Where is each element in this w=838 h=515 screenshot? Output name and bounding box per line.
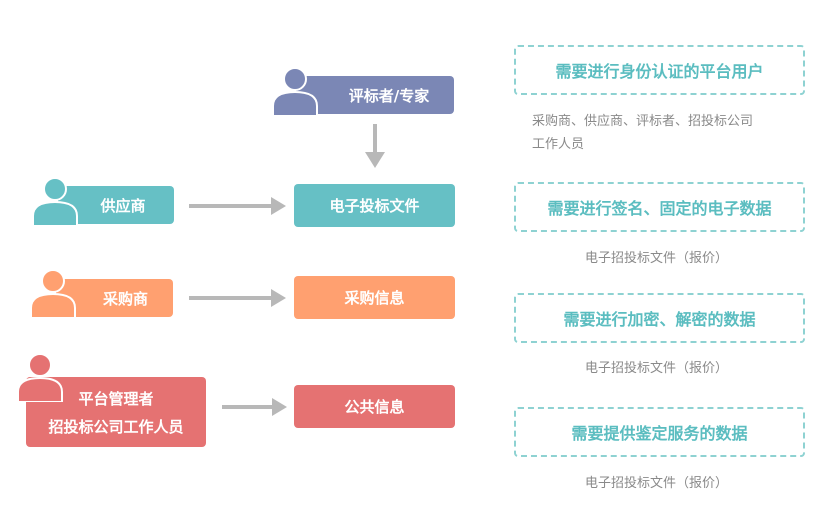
purchaser-person-icon bbox=[30, 269, 76, 318]
requirement-title-4: 需要提供鉴定服务的数据 bbox=[571, 424, 748, 443]
public-info-label: 公共信息 bbox=[344, 398, 405, 416]
evaluator-label-box: 评标者/专家 bbox=[296, 76, 454, 114]
evaluator-person-icon bbox=[272, 67, 318, 116]
requirement-note-4: 电子招投标文件（报价） bbox=[585, 476, 729, 491]
admin-label-line1: 平台管理者 bbox=[78, 390, 154, 408]
purchase-info-box: 采购信息 bbox=[294, 276, 455, 319]
admin-right-arrow bbox=[222, 398, 287, 416]
admin-person-icon bbox=[17, 353, 63, 402]
requirement-note-1a: 采购商、供应商、评标者、招投标公司 bbox=[532, 114, 754, 129]
evaluator-label: 评标者/专家 bbox=[348, 86, 430, 105]
public-info-box: 公共信息 bbox=[294, 385, 455, 428]
bid-file-label: 电子投标文件 bbox=[329, 197, 420, 215]
requirement-box-1: 需要进行身份认证的平台用户 bbox=[514, 45, 805, 95]
bid-file-box: 电子投标文件 bbox=[294, 184, 455, 227]
requirement-box-3: 需要进行加密、解密的数据 bbox=[514, 293, 805, 343]
admin-label-line2: 招投标公司工作人员 bbox=[48, 418, 184, 436]
purchase-info-label: 采购信息 bbox=[344, 289, 405, 307]
supplier-person-icon bbox=[32, 177, 78, 226]
evaluator-down-arrow bbox=[365, 124, 385, 168]
requirement-note-3: 电子招投标文件（报价） bbox=[585, 361, 729, 376]
supplier-label: 供应商 bbox=[100, 196, 146, 215]
purchaser-label: 采购商 bbox=[102, 289, 148, 308]
requirement-box-4: 需要提供鉴定服务的数据 bbox=[514, 407, 805, 457]
requirement-note-1b: 工作人员 bbox=[532, 137, 585, 152]
requirement-box-2: 需要进行签名、固定的电子数据 bbox=[514, 182, 805, 232]
requirement-note-2: 电子招投标文件（报价） bbox=[585, 251, 729, 266]
supplier-right-arrow bbox=[189, 197, 286, 215]
purchaser-right-arrow bbox=[189, 289, 286, 307]
admin-label-box: 平台管理者 招投标公司工作人员 bbox=[26, 377, 206, 447]
requirement-title-3: 需要进行加密、解密的数据 bbox=[563, 310, 756, 329]
requirement-title-2: 需要进行签名、固定的电子数据 bbox=[547, 199, 772, 218]
requirement-title-1: 需要进行身份认证的平台用户 bbox=[555, 62, 764, 81]
